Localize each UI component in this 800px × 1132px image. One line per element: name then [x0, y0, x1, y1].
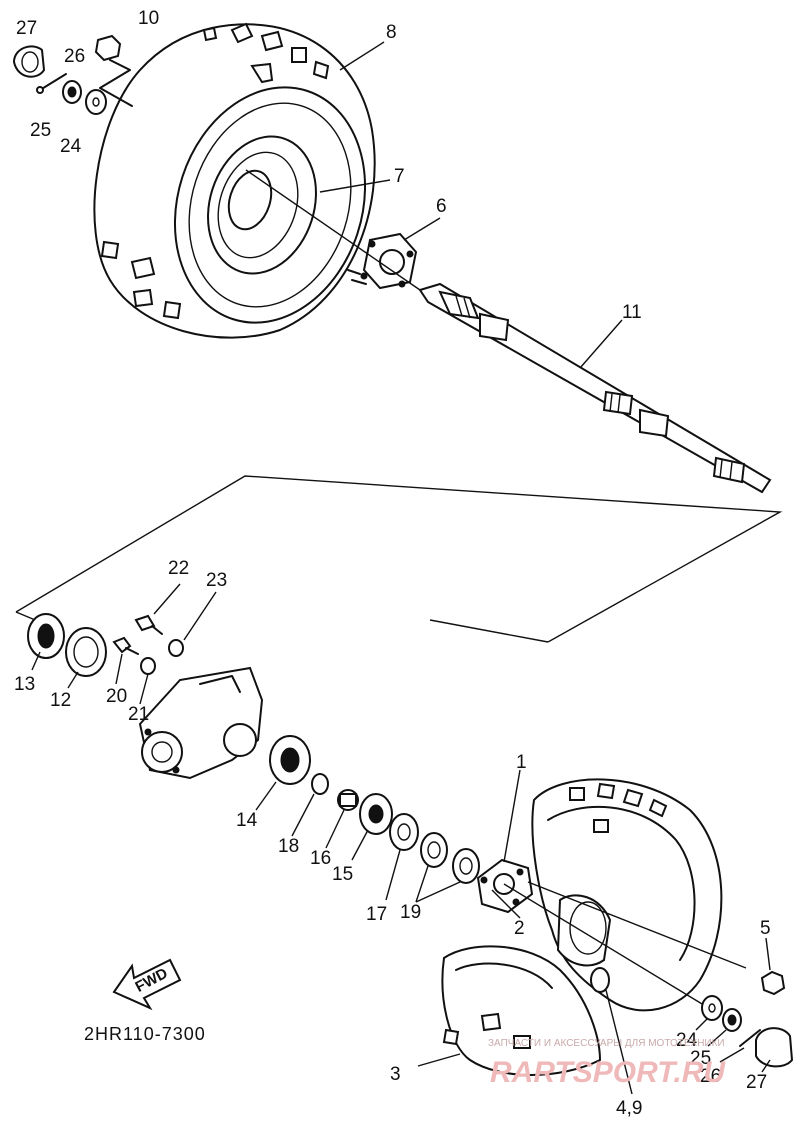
callout-10: 10	[138, 8, 159, 29]
rear-axle	[418, 282, 772, 494]
callout-23: 23	[206, 570, 227, 591]
spacer-17	[389, 813, 419, 851]
bearing-12	[65, 627, 107, 677]
callout-26-lower: 26	[700, 1066, 721, 1087]
callout-24-lower: 24	[676, 1030, 698, 1051]
callout-1: 1	[516, 752, 527, 773]
bolt-20	[112, 636, 139, 655]
callout-15: 15	[332, 864, 353, 885]
shim-19	[420, 832, 480, 884]
lower-hub-nut-set	[701, 970, 794, 1068]
callout-27: 27	[16, 18, 37, 39]
lower-hub	[476, 858, 534, 914]
final-drive-case	[138, 666, 264, 780]
callout-11: 11	[622, 302, 642, 323]
callout-26: 26	[64, 46, 85, 67]
callout-17: 17	[366, 904, 387, 925]
callout-6: 6	[436, 196, 447, 217]
bolt-22	[134, 614, 163, 635]
callout-20: 20	[106, 686, 127, 707]
callout-4-9: 4,9	[616, 1098, 642, 1119]
fwd-arrow	[112, 958, 182, 1011]
lower-tire	[441, 778, 723, 1076]
upper-tire	[93, 22, 376, 339]
callout-16: 16	[310, 848, 331, 869]
callout-13: 13	[14, 674, 35, 695]
oring-18	[311, 773, 329, 795]
watermark-line2: RARTSPORT.RU	[490, 1056, 726, 1089]
collar-16	[337, 789, 359, 811]
seal-14	[269, 735, 311, 785]
callout-21: 21	[128, 704, 149, 725]
callout-27-lower: 27	[746, 1072, 767, 1093]
callout-19: 19	[400, 902, 421, 923]
callout-labels: 27 10 26 25 24 8 7 6 11 22 23 13 12 20 2…	[14, 8, 771, 1119]
bearing-15	[359, 793, 393, 835]
callout-25: 25	[30, 120, 51, 141]
washer-23	[168, 639, 184, 657]
callout-18: 18	[278, 836, 299, 857]
callout-25-lower: 25	[690, 1048, 711, 1069]
washer-21	[140, 657, 156, 675]
axis-line-lower	[503, 883, 713, 1011]
watermark-line1: ЗАПЧАСТИ И АКСЕССУАРЫ ДЛЯ МОТОТЕХНИКИ	[488, 1038, 725, 1049]
axis-line-upper	[245, 169, 421, 291]
callout-22: 22	[168, 558, 189, 579]
callout-3: 3	[390, 1064, 401, 1085]
assembly-bracket-line	[15, 475, 783, 643]
seal-13	[27, 613, 65, 659]
callout-24: 24	[60, 136, 82, 157]
upper-hub-nut-set	[12, 34, 133, 115]
callout-2: 2	[514, 918, 525, 939]
upper-hub	[347, 232, 418, 290]
diagram-code: 2HR110-7300	[84, 1024, 206, 1044]
callout-12: 12	[50, 690, 71, 711]
callout-7: 7	[394, 166, 405, 187]
callout-8: 8	[386, 22, 397, 43]
callout-5: 5	[760, 918, 771, 939]
callout-14: 14	[236, 810, 258, 831]
leader-lines	[31, 41, 771, 1095]
